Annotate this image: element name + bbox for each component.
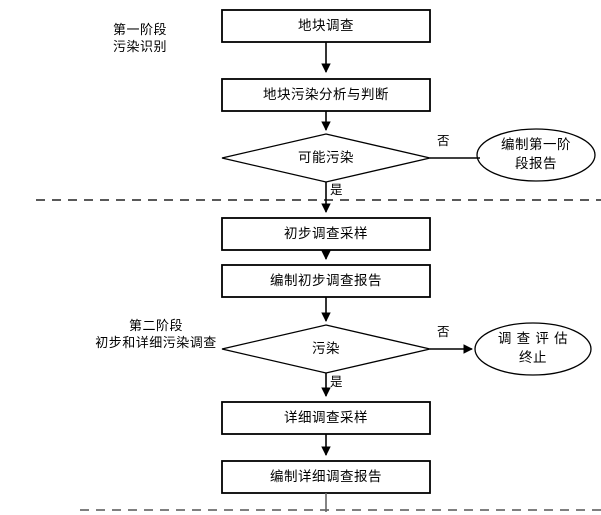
node-label-detailed-report[interactable]: 编制详细调查报告 (270, 468, 382, 485)
node-label-phase-one-report[interactable]: 编制第一阶 段报告 (501, 137, 571, 172)
node-shape-rect-9[interactable] (221, 401, 431, 435)
node-label-assessment-terminated[interactable]: 调 查 评 估 终止 (497, 331, 569, 366)
node-label-preliminary-sampling[interactable]: 初步调查采样 (284, 225, 368, 242)
edge-label-no-phase-one: 否 (437, 133, 450, 148)
node-label-preliminary-report[interactable]: 编制初步调查报告 (270, 272, 382, 289)
node-label-pollution[interactable]: 污染 (312, 340, 340, 357)
node-shape-ellipse-4[interactable] (476, 128, 596, 182)
stage-label-one: 第一阶段 污染识别 (112, 23, 167, 55)
stage-label-two: 第二阶段 初步和详细污染调查 (95, 319, 217, 351)
edge-label-yes-phase-two: 是 (330, 374, 343, 389)
node-shape-rect-5[interactable] (221, 217, 431, 251)
node-label-detailed-sampling[interactable]: 详细调查采样 (284, 409, 368, 426)
node-label-site-survey[interactable]: 地块调查 (298, 17, 354, 34)
node-label-possible-pollution[interactable]: 可能污染 (298, 149, 354, 166)
node-shape-rect-10[interactable] (221, 460, 431, 494)
edge-label-no-phase-two: 否 (437, 324, 450, 339)
node-label-pollution-analysis[interactable]: 地块污染分析与判断 (263, 86, 389, 103)
node-shape-ellipse-8[interactable] (474, 322, 592, 376)
edge-label-yes-phase-one: 是 (330, 182, 343, 197)
